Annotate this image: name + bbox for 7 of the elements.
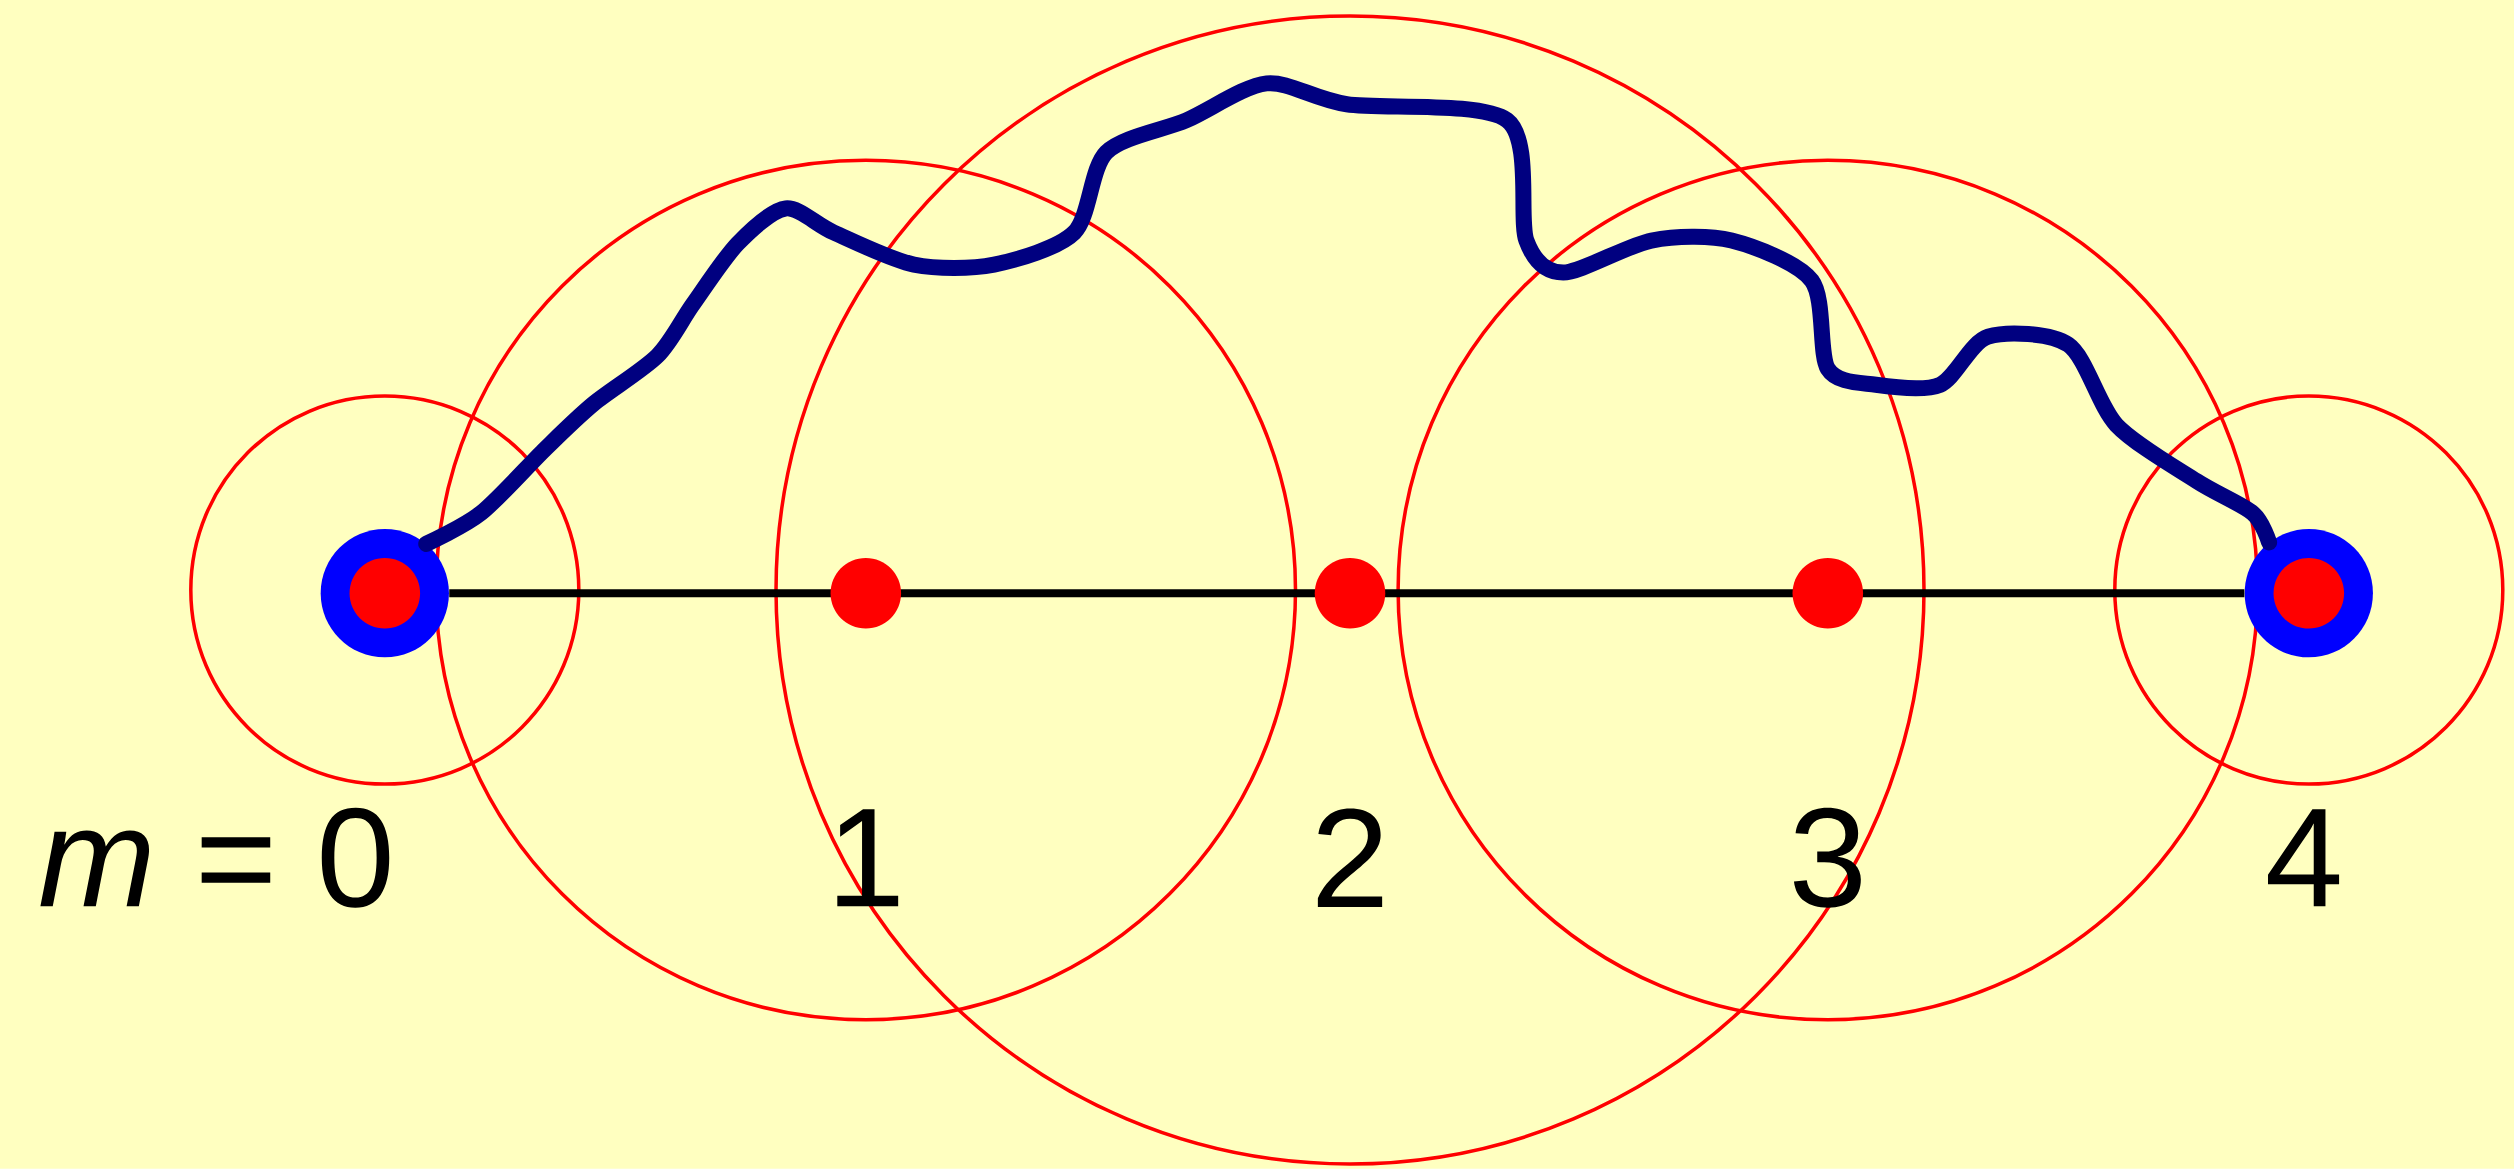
index-label: 1	[837, 809, 899, 907]
straight-line	[449, 589, 2245, 598]
index-label: 2	[1317, 808, 1383, 908]
index-label: 4	[2268, 809, 2340, 907]
index-label: 3	[1793, 807, 1861, 908]
wavy-path	[418, 75, 2278, 552]
index-label: m = 0	[40, 807, 390, 908]
